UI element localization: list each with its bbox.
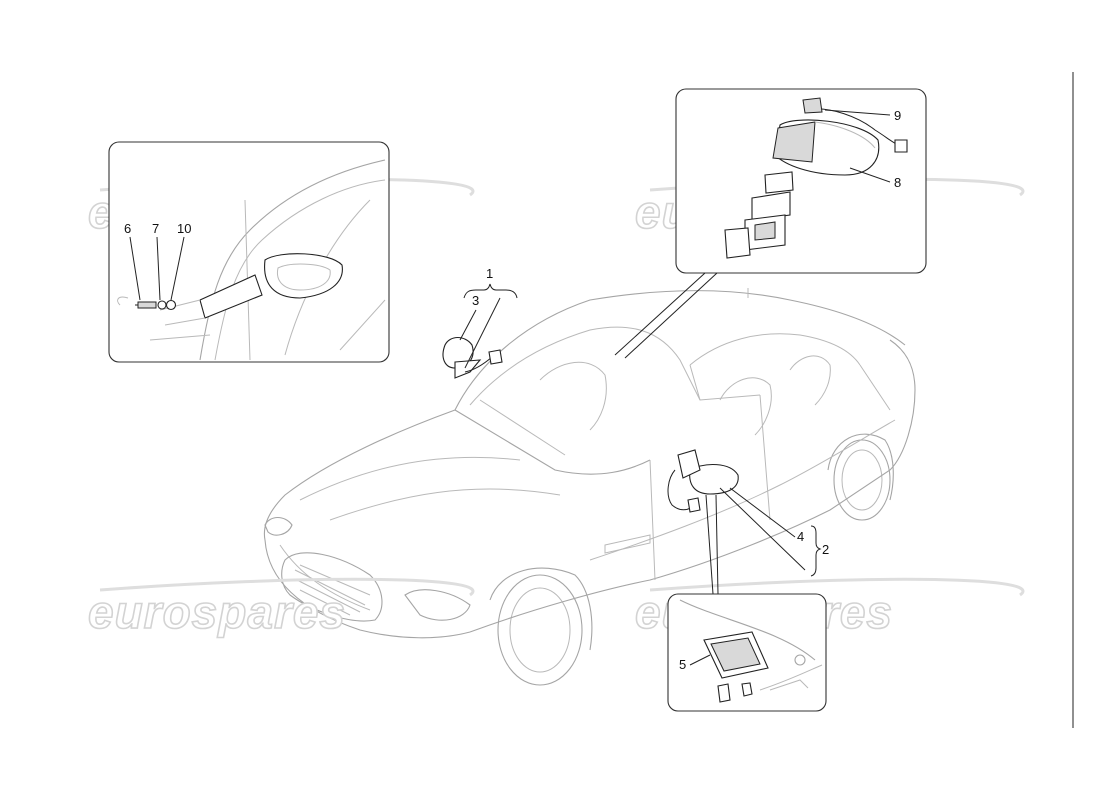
- callout-3: 3: [472, 293, 479, 308]
- callout-5: 5: [679, 657, 686, 672]
- exterior-mirror-loose: [442, 336, 503, 379]
- detail-box-mirror-lamp: [667, 593, 827, 712]
- callout-10: 10: [177, 221, 191, 236]
- car-outline: [263, 288, 916, 686]
- watermark-text-bottom-left: eurospares: [88, 586, 346, 638]
- detail-box-mirror-mount: [108, 141, 390, 363]
- callout-8: 8: [894, 175, 901, 190]
- callout-1: 1: [486, 266, 493, 281]
- callout-4: 4: [797, 529, 804, 544]
- callout-2: 2: [822, 542, 829, 557]
- door-mirror-on-car: [667, 449, 739, 513]
- callout-7: 7: [152, 221, 159, 236]
- callout-9: 9: [894, 108, 901, 123]
- callout-6: 6: [124, 221, 131, 236]
- detail-box-interior-mirror: [675, 88, 927, 274]
